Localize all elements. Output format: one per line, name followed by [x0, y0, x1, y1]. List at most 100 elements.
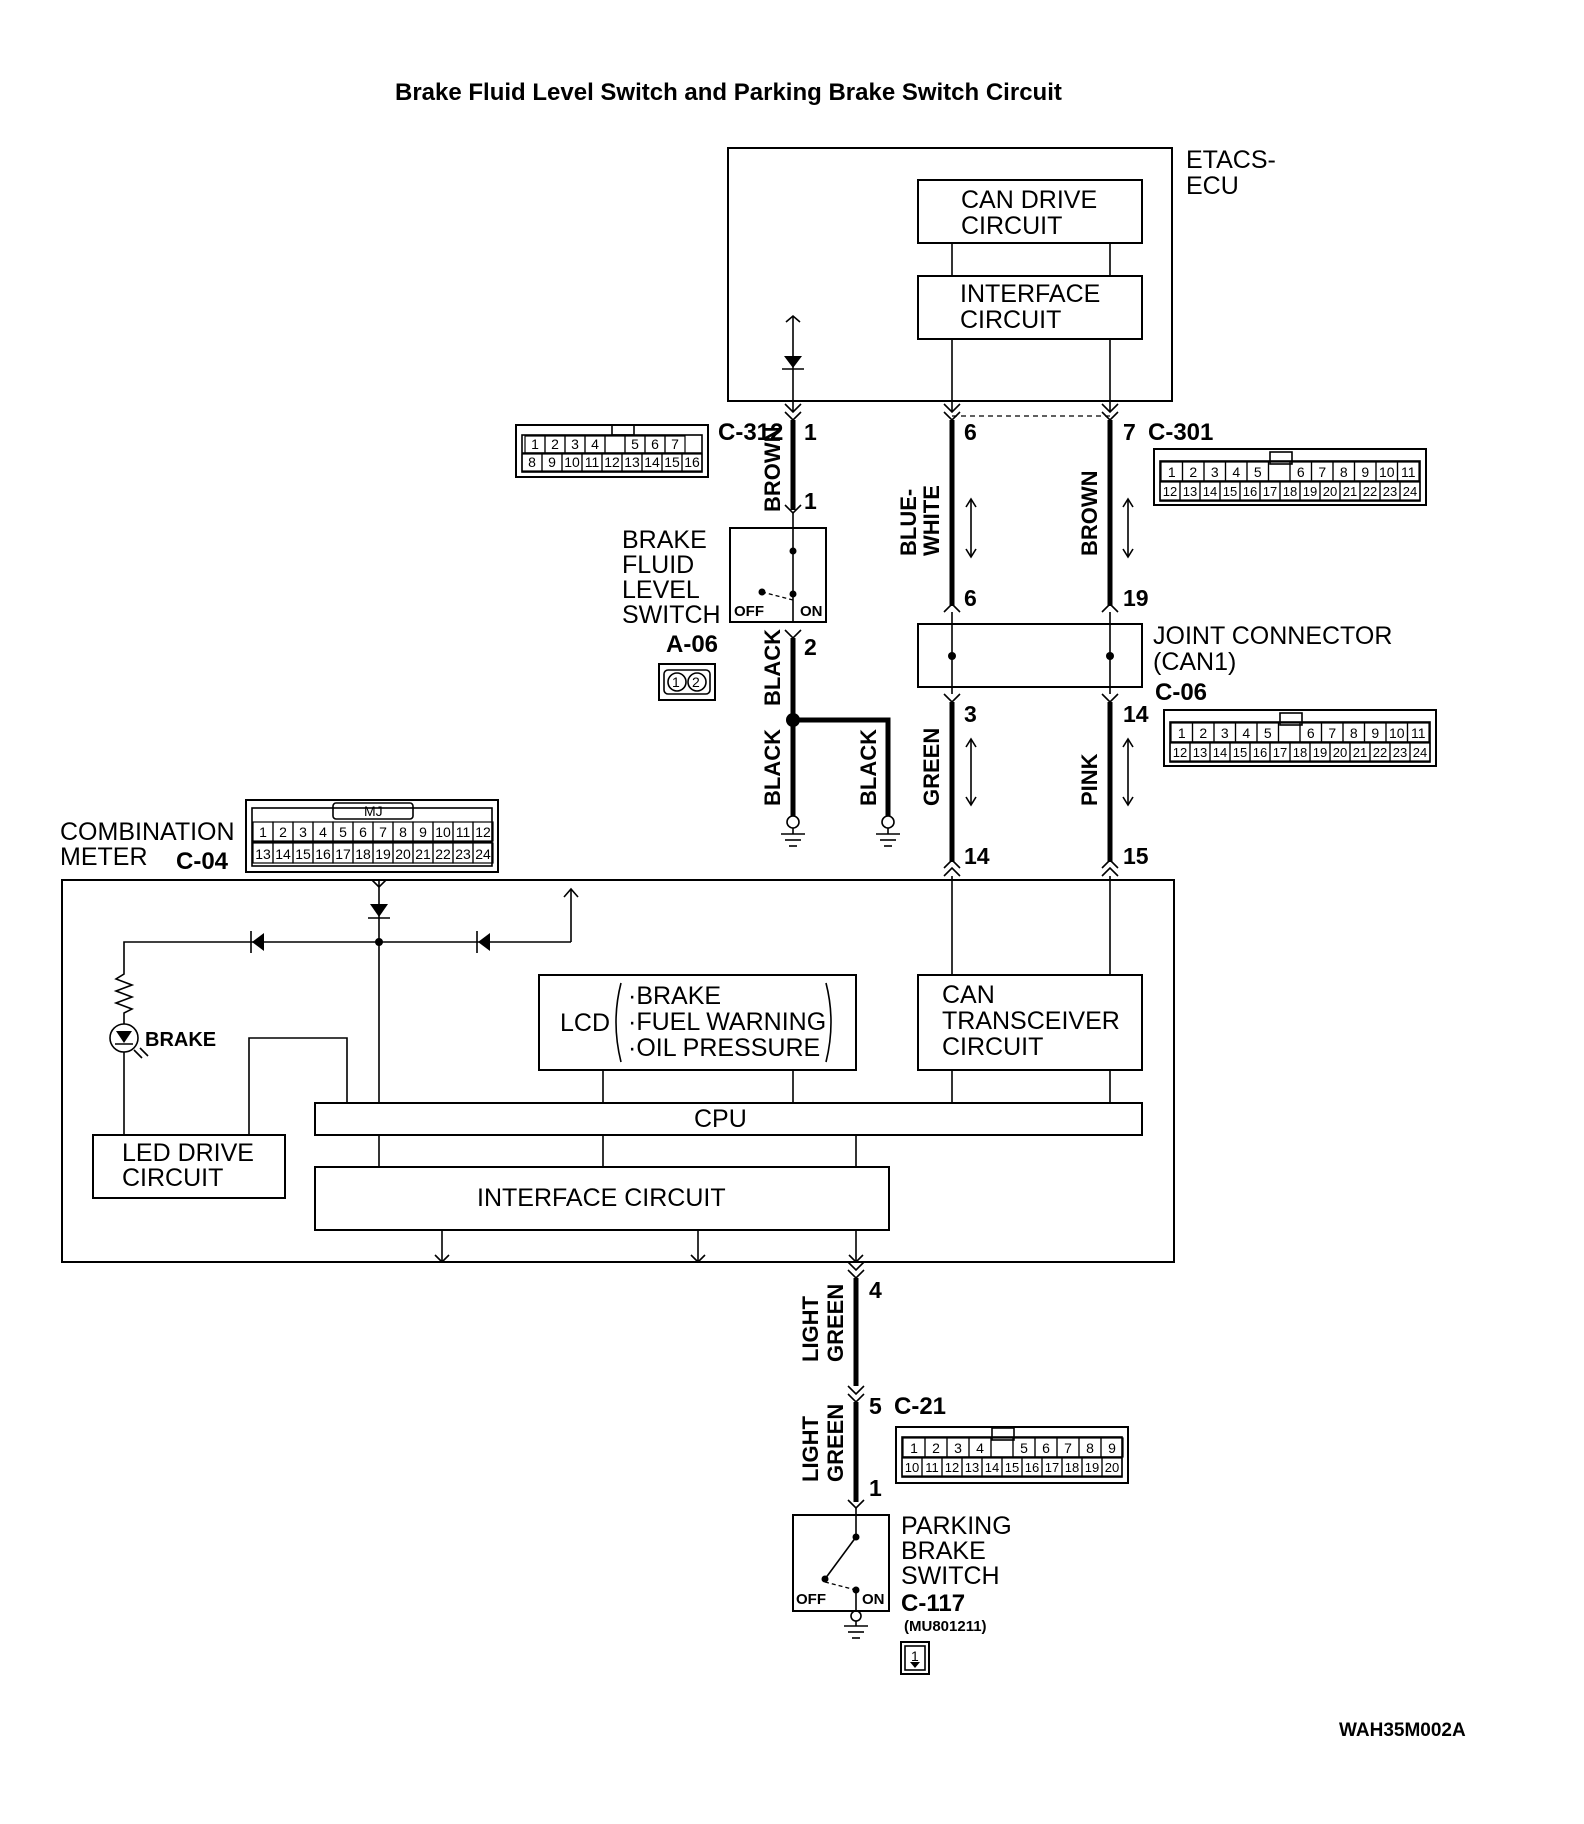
ground-icon-1 [781, 815, 805, 847]
c301-pin-number: 16 [1243, 484, 1257, 499]
wire-label-light-green-b2: GREEN [823, 1404, 848, 1482]
c301-pin-number: 12 [1163, 484, 1177, 499]
c301-pin-number: 8 [1340, 464, 1348, 480]
c04-pin-number: 24 [475, 846, 491, 862]
ecu-interface-circuit-box [917, 275, 1143, 340]
a06-pin-bottom: 2 [804, 634, 817, 660]
cpu-label: CPU [694, 1105, 747, 1133]
can-drive-label-2: CIRCUIT [961, 212, 1062, 240]
pbs-on: ON [862, 1591, 885, 1608]
c301-pin-number: 17 [1263, 484, 1277, 499]
c06-pin-number: 8 [1350, 725, 1358, 741]
c21-pin-number: 11 [925, 1460, 939, 1475]
c06-pin-number: 16 [1253, 745, 1267, 760]
c06-pin-number: 14 [1213, 745, 1227, 760]
c312-pin-number: 14 [644, 454, 660, 470]
c301-pin-number: 13 [1183, 484, 1197, 499]
c06-pin-bottom-left: 3 [964, 701, 977, 727]
wire-label-light-green-a1: LIGHT [798, 1295, 823, 1362]
c04-pin-number: 16 [315, 846, 331, 862]
can-transceiver-box [917, 974, 1143, 1103]
bfs-label-2: FLUID [622, 551, 694, 579]
pbs-label-2: BRAKE [901, 1537, 986, 1565]
c06-cell [1409, 742, 1431, 762]
c312-pin-number: 7 [671, 436, 679, 452]
pbs-label-3: SWITCH [901, 1562, 1000, 1590]
c312-pin-number: 13 [624, 454, 640, 470]
c04-pin-number: 20 [395, 846, 411, 862]
c21-pin-number: 8 [1086, 1440, 1094, 1456]
c06-cell [1277, 722, 1301, 743]
can-transceiver-label-2: TRANSCEIVER [942, 1007, 1120, 1035]
c04-pin-number: 19 [375, 846, 391, 862]
c06-pin-number: 22 [1373, 745, 1387, 760]
c21-pin-number: 1 [910, 1440, 918, 1456]
c312-pin-number: 4 [591, 436, 599, 452]
c06-pin-number: 18 [1293, 745, 1307, 760]
bidirectional-arrows-lower [965, 737, 1134, 807]
c117-part-no: (MU801211) [904, 1618, 987, 1635]
bfs-label-4: SWITCH [622, 601, 721, 629]
c06-pin-number: 20 [1333, 745, 1347, 760]
c06-pin-number: 1 [1178, 725, 1186, 741]
c06-pin-top-left: 6 [964, 585, 977, 611]
c301-pin-number: 19 [1303, 484, 1317, 499]
c117-name: C-117 [901, 1590, 965, 1617]
wire-black-branch [793, 717, 891, 816]
a06-connector-face: 1 2 [658, 663, 716, 701]
c06-pin-number: 3 [1221, 725, 1229, 741]
c06-pin-number: 4 [1242, 725, 1250, 741]
wire-label-black-2: BLACK [760, 729, 785, 806]
c312-pin-number: 12 [604, 454, 620, 470]
c301-cell [1396, 461, 1420, 482]
c21-pin-number: 15 [1005, 1460, 1019, 1475]
meter-interface-label: INTERFACE CIRCUIT [477, 1184, 726, 1212]
c04-pin-number: 3 [299, 824, 307, 840]
c06-pin-number: 10 [1389, 725, 1405, 741]
etacs-ecu-label-2: ECU [1186, 172, 1239, 200]
c21-name: C-21 [894, 1393, 946, 1420]
c04-pin-number: 2 [279, 824, 287, 840]
c21-pin-number: 3 [954, 1440, 962, 1456]
bfs-label-3: LEVEL [622, 576, 700, 604]
switch-pin-1: 1 [804, 488, 817, 514]
c04-pin-number: 14 [275, 846, 291, 862]
c04-pin-number: 9 [419, 824, 427, 840]
led-drive-circuit-box [92, 1134, 286, 1199]
cpu-box [314, 1102, 1143, 1136]
c04-pin-number: 1 [259, 824, 267, 840]
c312-pin-number: 11 [585, 454, 600, 470]
c06-pin-number: 7 [1328, 725, 1336, 741]
c301-pin-number: 21 [1343, 484, 1357, 499]
c301-pin-number: 9 [1361, 464, 1369, 480]
c21-cell [1101, 1457, 1123, 1477]
pbs-label-1: PARKING [901, 1512, 1012, 1540]
c04-pin-number: 8 [399, 824, 407, 840]
c21-pin-bottom: 1 [869, 1475, 882, 1501]
c301-pin-number: 24 [1403, 484, 1417, 499]
c04-pin-number: 23 [455, 846, 471, 862]
c04-pin-number: 21 [415, 846, 431, 862]
wire-label-brown-right: BROWN [1077, 470, 1102, 556]
c301-pin-number: 18 [1283, 484, 1297, 499]
c06-pin-number: 12 [1173, 745, 1187, 760]
c21-pin-top: 5 [869, 1393, 882, 1419]
can-drive-label-1: CAN DRIVE [961, 186, 1097, 214]
c312-pin-top: 1 [804, 419, 817, 445]
c301-pin-number: 7 [1318, 464, 1326, 480]
c301-pin-number: 6 [1297, 464, 1305, 480]
bidirectional-arrows-upper [965, 497, 1134, 559]
c04-pin-number: 11 [456, 824, 471, 840]
c312-name: C-312 [718, 419, 783, 446]
c312-cell [681, 453, 703, 472]
c301-pin-number: 15 [1223, 484, 1237, 499]
c06-name: C-06 [1155, 679, 1207, 706]
c301-pin-right: 7 [1123, 419, 1136, 445]
c312-pin-number: 16 [684, 454, 700, 470]
c06-pin-number: 5 [1264, 725, 1272, 741]
wire-label-blue-white-2: WHITE [919, 485, 944, 556]
c06-pin-number: 11 [1411, 725, 1426, 741]
c04-pin-right: 15 [1123, 843, 1149, 869]
wire-label-pink: PINK [1077, 753, 1102, 806]
c301-pin-number: 14 [1203, 484, 1217, 499]
